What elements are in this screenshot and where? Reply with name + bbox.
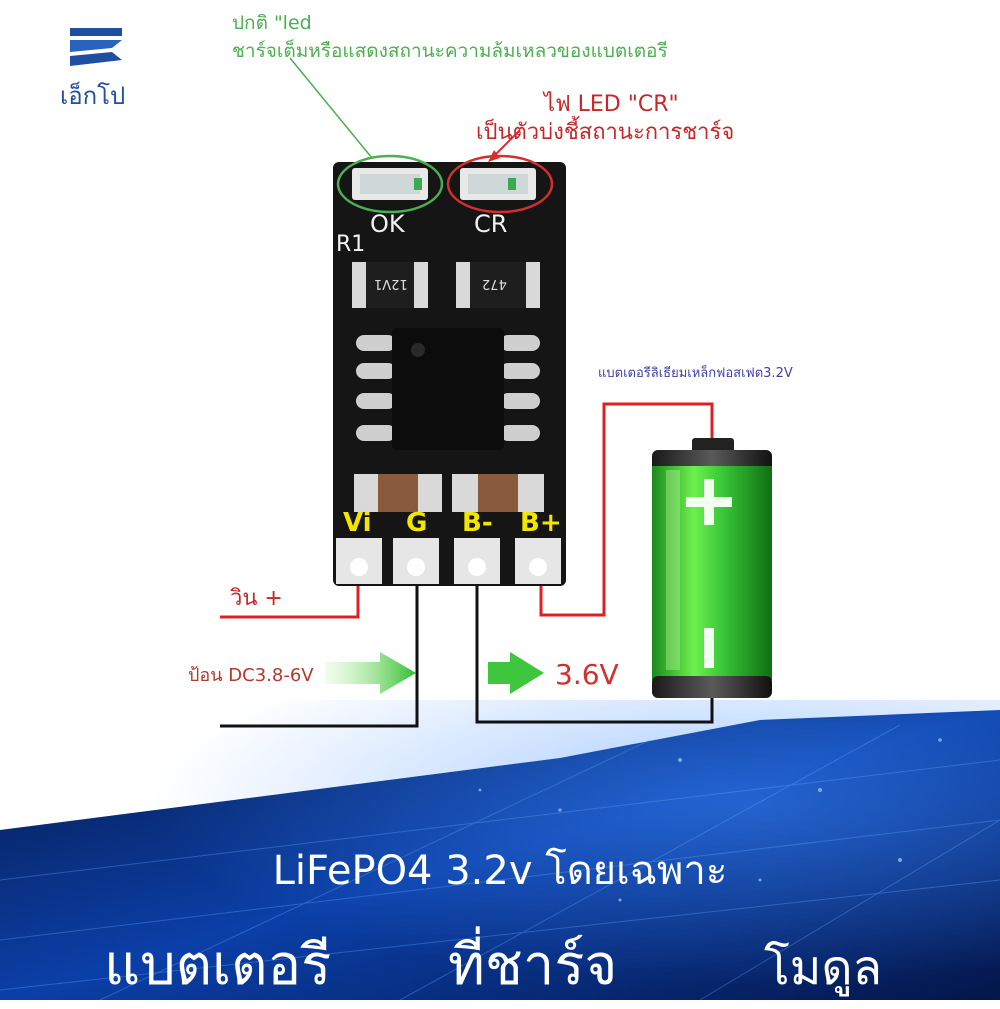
ok-led-note-line2: ชาร์จเต็มหรือแสดงสถานะความล้มเหลวของแบตเ… xyxy=(232,40,668,62)
pin-label-b-minus: B- xyxy=(462,508,493,538)
pin-label-vi: Vi xyxy=(343,508,372,538)
cr-led-note-line1: ไฟ LED "CR" xyxy=(544,92,679,117)
footer-word-battery: แบตเตอรี xyxy=(104,933,332,998)
silk-r1: R1 xyxy=(336,232,366,257)
ok-pointer-line xyxy=(289,57,373,159)
vin-plus-label: วิน + xyxy=(230,586,283,611)
cr-pointer-line xyxy=(491,129,521,159)
pin-pads xyxy=(336,538,561,584)
footer-title: LiFePO4 3.2v โดยเฉพาะ xyxy=(272,848,728,894)
ok-led-ring xyxy=(336,154,444,214)
brand-name: เอ็กโป xyxy=(60,82,126,110)
ok-led-note-line1: ปกติ "led xyxy=(232,12,312,34)
output-arrow xyxy=(488,652,544,694)
cr-led-note-line2: เป็นตัวบ่งชี้สถานะการชาร์จ xyxy=(476,120,735,145)
footer-word-module: โมดูล xyxy=(764,940,883,996)
tech-background xyxy=(0,700,1000,1001)
ok-led xyxy=(352,168,428,200)
resistor-left-code: 12V1 xyxy=(374,276,408,291)
logo-icon xyxy=(70,28,122,66)
input-range-label: ป้อน DC3.8-6V xyxy=(188,665,314,686)
input-arrow xyxy=(325,652,416,694)
capacitor-left xyxy=(354,474,442,512)
silk-ok: OK xyxy=(370,210,405,238)
footer-word-charger: ที่ชาร์จ xyxy=(448,933,618,998)
cr-led-ring xyxy=(446,154,554,214)
ic-chip xyxy=(356,328,540,450)
cr-led xyxy=(460,168,536,200)
battery-icon xyxy=(652,438,772,698)
resistor-right xyxy=(456,262,540,308)
capacitor-right xyxy=(452,474,544,512)
charger-pcb xyxy=(333,154,566,586)
wiring xyxy=(220,402,714,728)
resistor-right-code: 472 xyxy=(482,276,507,291)
pin-label-b-plus: B+ xyxy=(520,508,562,538)
resistor-left xyxy=(352,262,428,308)
output-voltage-label: 3.6V xyxy=(555,658,619,691)
silk-cr: CR xyxy=(474,210,508,238)
pin-label-g: G xyxy=(406,508,428,538)
battery-type-label: แบตเตอรีลิเธียมเหล็กฟอสเฟต3.2V xyxy=(598,366,793,381)
